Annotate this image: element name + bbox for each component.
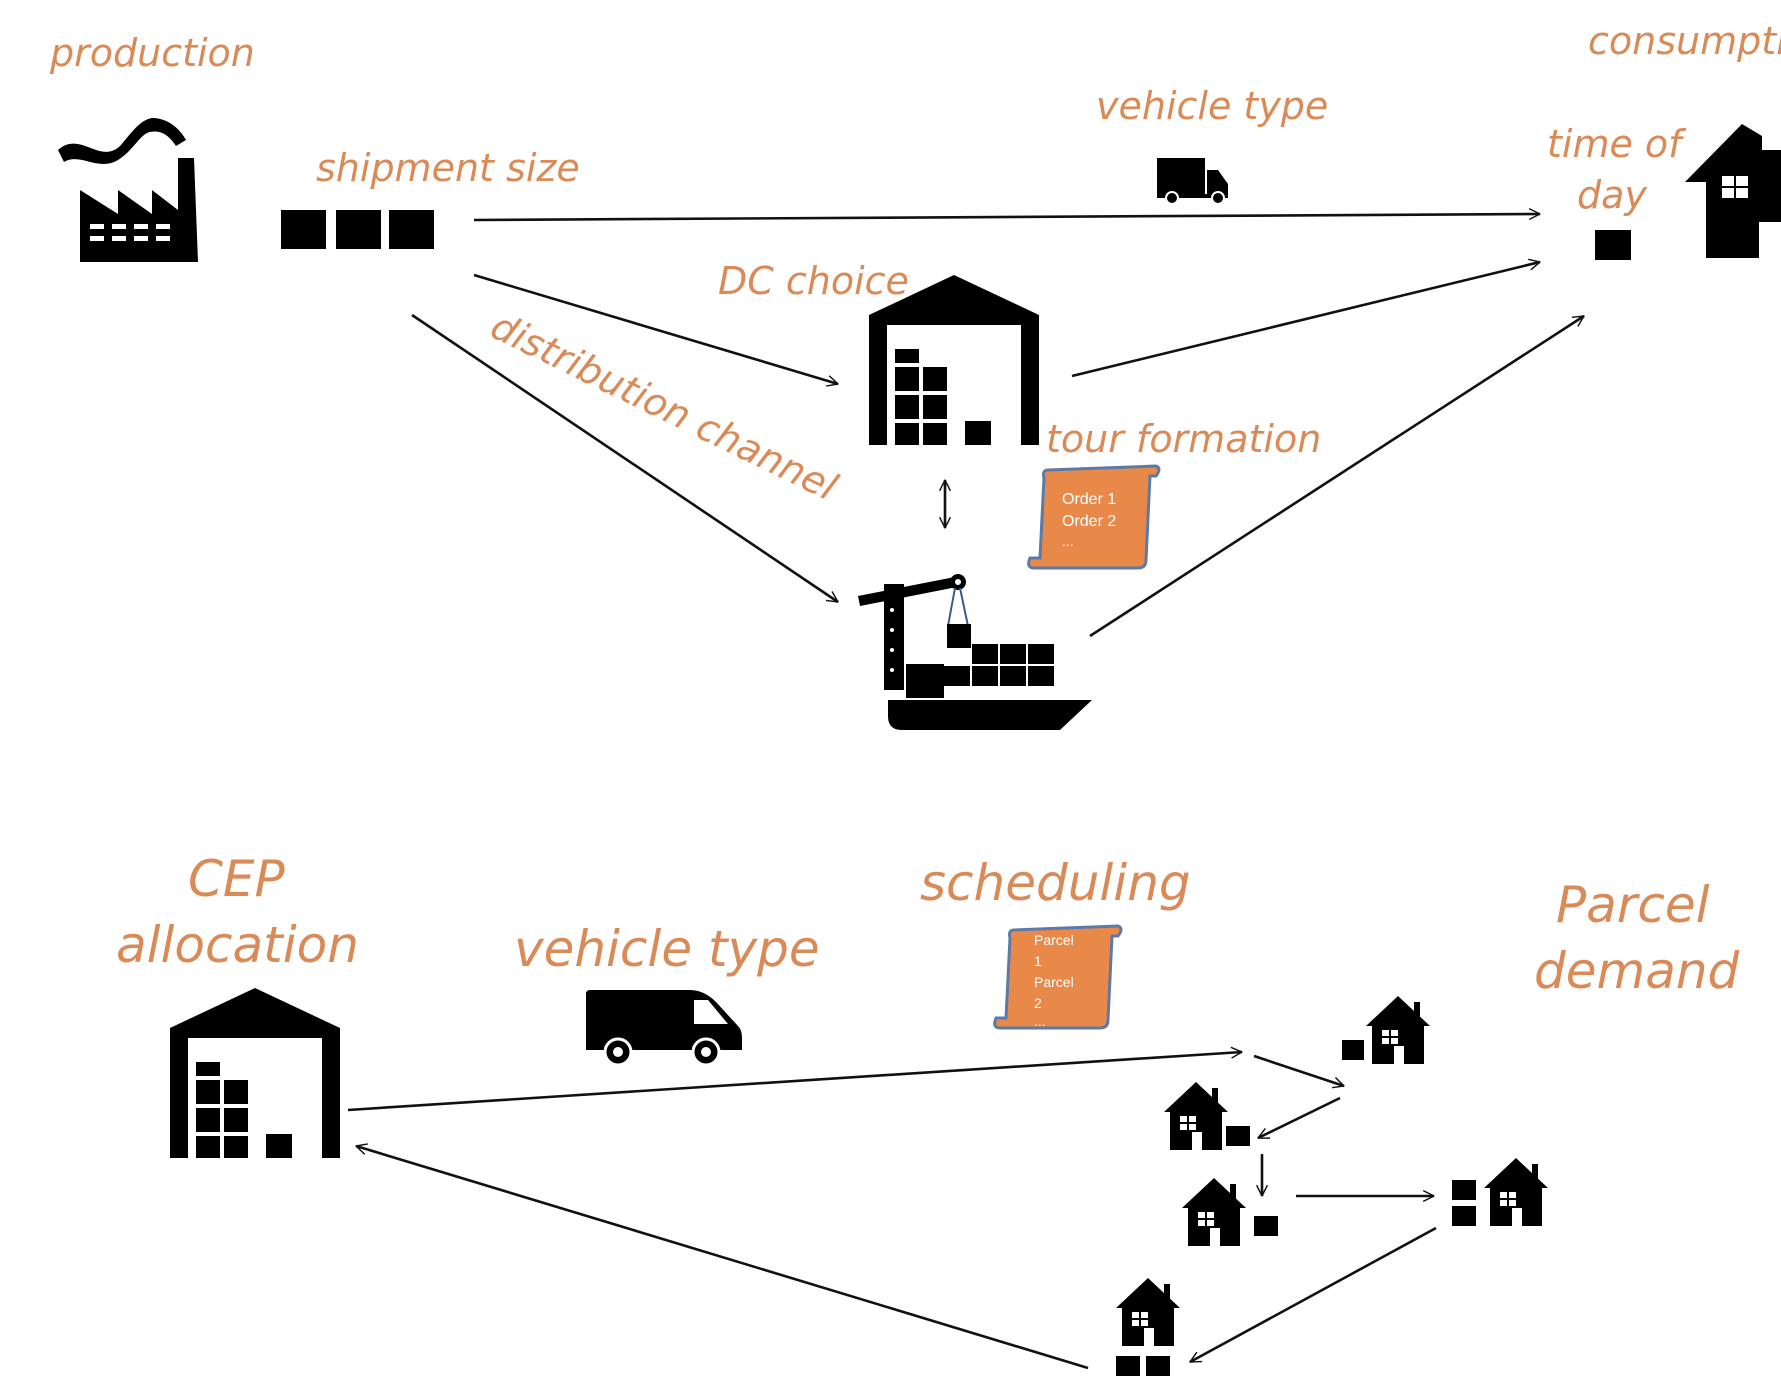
crane-ship-icon (858, 574, 1092, 730)
label-day: day (1577, 173, 1647, 217)
box-icon (1452, 1206, 1476, 1226)
box-icon (1254, 1216, 1278, 1236)
label-distribution-channel: distribution channel (484, 304, 844, 510)
scroll-note-icon: Order 1 Order 2 ... (1027, 464, 1161, 570)
box-icon (1342, 1040, 1364, 1060)
label-production: production (49, 31, 255, 75)
arrow-depot-to-first-stop (347, 1052, 1242, 1112)
house-icon (1164, 1082, 1228, 1150)
house-icon (1484, 1158, 1548, 1226)
parcels-line-5: ... (1034, 1013, 1046, 1029)
label-time-of: time of (1547, 122, 1687, 166)
label-scheduling: scheduling (920, 854, 1191, 912)
warehouse-icon (170, 988, 340, 1158)
arrow-stop-2-3 (1258, 1096, 1341, 1140)
van-icon (586, 990, 742, 1067)
arrow-shipment-to-dc (473, 273, 838, 384)
label-cep: CEP (188, 850, 286, 908)
label-consumption: consumptio (1588, 19, 1781, 63)
label-parcel: Parcel (1556, 876, 1710, 934)
arrow-shipment-to-port (411, 313, 838, 604)
orders-line-2: Order 2 (1062, 513, 1116, 530)
arrow-dc-to-consumption (1071, 262, 1540, 378)
arrow-return-to-depot (356, 1146, 1089, 1370)
label-vehicle-type-top: vehicle type (1096, 84, 1328, 128)
factory-icon (58, 118, 198, 262)
parcels-line-3: Parcel (1034, 974, 1074, 990)
scroll-note-icon: Parcel 1 Parcel 2 ... (993, 924, 1123, 1030)
box-icon (1146, 1356, 1170, 1376)
house-icon (1685, 124, 1781, 258)
arrow-stop-1-2 (1253, 1054, 1344, 1086)
house-icon (1116, 1278, 1180, 1346)
parcels-line-1: Parcel (1034, 932, 1074, 948)
box-icon (389, 210, 434, 249)
box-icon (336, 210, 381, 249)
house-icon (1366, 996, 1430, 1064)
box-icon (281, 210, 326, 249)
parcels-line-4: 2 (1034, 995, 1042, 1011)
arrow-stop-5-6 (1190, 1226, 1437, 1364)
orders-line-1: Order 1 (1062, 491, 1116, 508)
label-vehicle-type-bottom: vehicle type (514, 920, 820, 978)
arrow-port-to-consumption (1089, 314, 1584, 638)
label-dc-choice: DC choice (718, 259, 909, 303)
house-icon (1182, 1178, 1246, 1246)
box-icon (1595, 230, 1631, 260)
shipment-boxes (281, 210, 434, 249)
box-icon (1116, 1356, 1140, 1376)
parcels-line-2: 1 (1034, 953, 1042, 969)
box-icon (1226, 1126, 1250, 1146)
label-allocation: allocation (116, 916, 359, 974)
arrow-shipment-to-consumption (473, 214, 1540, 222)
truck-icon (1157, 158, 1228, 205)
orders-line-3: ... (1062, 533, 1074, 549)
label-shipment-size: shipment size (316, 146, 580, 190)
label-tour-formation: tour formation (1046, 417, 1321, 461)
label-demand: demand (1534, 942, 1740, 1000)
box-icon (1452, 1180, 1476, 1200)
